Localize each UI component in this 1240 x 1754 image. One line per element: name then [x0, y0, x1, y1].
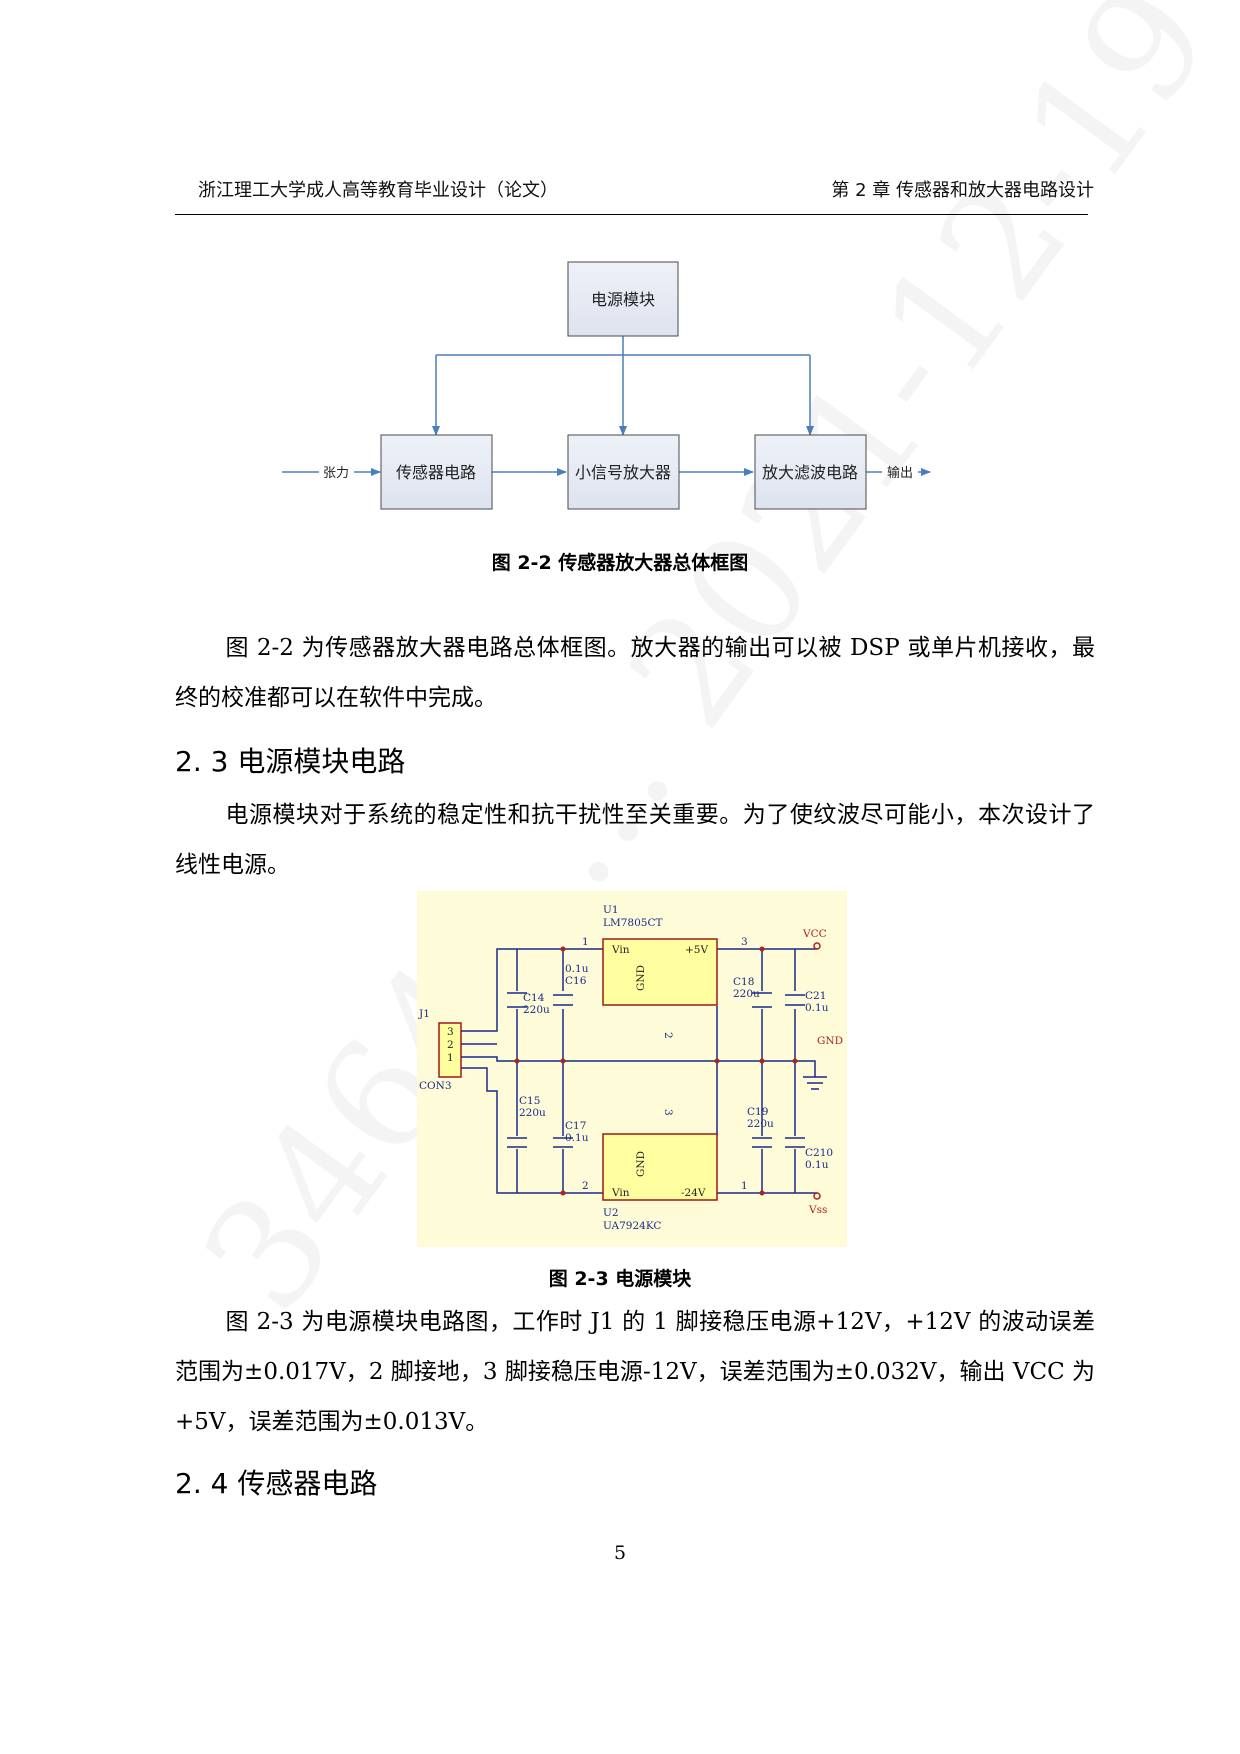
small-amp-label: 小信号放大器	[575, 463, 671, 482]
c210-val: 0.1u	[805, 1159, 829, 1171]
c15-ref: C15	[519, 1095, 540, 1107]
paragraph-3: 图 2-3 为电源模块电路图，工作时 J1 的 1 脚接稳压电源+12V，+12…	[175, 1309, 1095, 1435]
output-label: 输出	[887, 465, 913, 481]
c14-ref: C14	[523, 992, 545, 1004]
paragraph-2: 电源模块对于系统的稳定性和抗干扰性至关重要。为了使纹波尽可能小，本次设计了线性电…	[175, 802, 1095, 878]
fig-2-3-caption: 图 2-3 电源模块	[548, 1268, 692, 1290]
u1-pin3: 3	[741, 936, 748, 948]
c14-val: 220u	[523, 1004, 550, 1016]
c16-ref: C16	[565, 975, 587, 987]
c15-val: 220u	[519, 1107, 546, 1119]
fig-2-2-caption: 图 2-2 传感器放大器总体框图	[491, 552, 749, 574]
c19-val: 220u	[747, 1118, 774, 1130]
u1-pin1: 1	[582, 936, 589, 948]
c18-ref: C18	[733, 976, 754, 988]
u2-pin1: 1	[741, 1180, 748, 1192]
j1-pin1: 1	[447, 1052, 454, 1064]
section-2-4-heading: 2. 4 传感器电路	[175, 1467, 378, 1500]
c17-val: 0.1u	[565, 1132, 589, 1144]
u2-ref: U2	[603, 1207, 619, 1219]
paragraph-1: 图 2-2 为传感器放大器电路总体框图。放大器的输出可以被 DSP 或单片机接收…	[175, 635, 1095, 711]
sensor-circuit-label: 传感器电路	[396, 463, 476, 482]
u2-gnd-pin: 3	[662, 1109, 674, 1116]
c17-ref: C17	[565, 1120, 586, 1132]
c18-val: 220u	[733, 988, 760, 1000]
input-label: 张力	[323, 466, 349, 481]
vcc-label: VCC	[802, 928, 827, 940]
section-2-3-heading: 2. 3 电源模块电路	[175, 745, 406, 778]
c19-ref: C19	[747, 1106, 768, 1118]
u2-vin: Vin	[611, 1187, 630, 1199]
block-diagram: 电源模块 传感器电路 小信号放大器 放大滤波电路 张力 输出	[282, 261, 931, 510]
j1-pin3: 3	[447, 1026, 454, 1038]
c210-ref: C210	[805, 1147, 833, 1159]
c21-val: 0.1u	[805, 1002, 829, 1014]
u2-part: UA7924KC	[603, 1220, 661, 1232]
u2-pin2: 2	[582, 1180, 589, 1192]
u1-vin: Vin	[611, 944, 630, 956]
c21-ref: C21	[805, 990, 826, 1002]
filter-label: 放大滤波电路	[762, 463, 858, 482]
u1-gnd: GND	[635, 965, 647, 991]
j1-pin2: 2	[447, 1039, 454, 1051]
running-header-left: 浙江理工大学成人高等教育毕业设计（论文）	[198, 180, 558, 201]
u1-out: +5V	[685, 944, 708, 956]
filter-box	[754, 434, 867, 510]
j1-ref: J1	[418, 1008, 430, 1020]
j1-part: CON3	[419, 1080, 452, 1092]
u1-part: LM7805CT	[603, 917, 662, 929]
power-supply-schematic: U1 LM7805CT U2 UA7924KC J1 CON3 C14 220u…	[417, 891, 847, 1247]
power-module-box	[567, 261, 679, 337]
sensor-circuit-box	[380, 434, 493, 510]
u2-gnd: GND	[635, 1151, 647, 1177]
small-amp-box	[567, 434, 680, 510]
gnd-label: GND	[817, 1035, 843, 1047]
u1-gnd-pin: 2	[662, 1032, 674, 1039]
running-header-right: 第 2 章 传感器和放大器电路设计	[831, 180, 1094, 201]
page-number: 5	[613, 1542, 627, 1564]
header-rule	[175, 214, 1088, 215]
u2-out: -24V	[681, 1187, 706, 1199]
c16-val: 0.1u	[565, 963, 589, 975]
power-module-label: 电源模块	[591, 290, 655, 309]
u1-ref: U1	[603, 904, 619, 916]
vss-label: Vss	[808, 1204, 827, 1216]
